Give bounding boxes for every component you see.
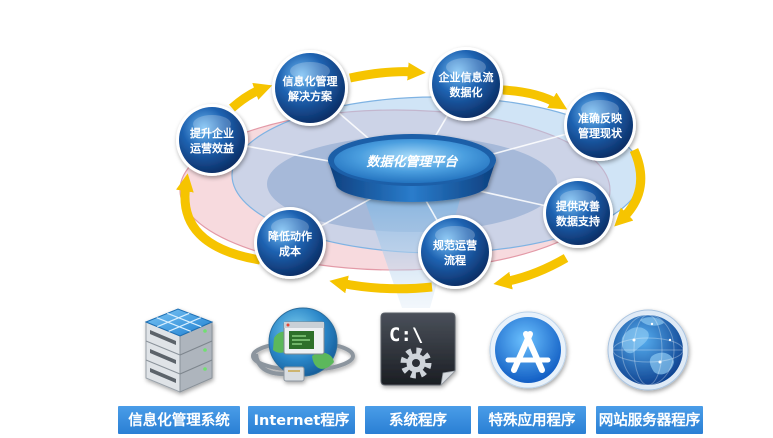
node-label-line-2: 管理现状 xyxy=(578,126,623,140)
web-globe-icon xyxy=(607,309,689,391)
node-label-line-2: 运营效益 xyxy=(190,141,234,155)
node-label-line-1: 企业信息流 xyxy=(438,70,494,84)
cycle-node-reduce-cost: 降低动作 成本 xyxy=(254,207,326,279)
node-label-line-2: 解决方案 xyxy=(288,89,333,103)
program-label: Internet程序 xyxy=(254,411,350,429)
node-label-line-1: 规范运营 xyxy=(433,238,477,252)
node-gloss xyxy=(560,190,596,206)
node-gloss xyxy=(446,58,486,76)
cycle-node-standardize-process: 规范运营 流程 xyxy=(418,215,492,289)
node-label-line-2: 数据支持 xyxy=(556,214,600,228)
cycle-arrows xyxy=(175,62,646,294)
label-bar xyxy=(478,406,586,434)
cycle-arrow xyxy=(493,254,569,290)
node-gloss xyxy=(435,226,475,244)
central-platform: 数据化管理平台 xyxy=(328,134,496,202)
node-label-line-2: 数据化 xyxy=(450,85,483,99)
label-bar xyxy=(118,406,240,434)
platform-label: 数据化管理平台 xyxy=(366,154,458,170)
node-gloss xyxy=(290,62,330,80)
platform-disc-top xyxy=(334,139,490,183)
gear-icon xyxy=(400,347,432,379)
cycle-arrow xyxy=(175,173,261,265)
node-label-line-1: 准确反映 xyxy=(578,111,623,125)
command-prompt-icon: C:\ xyxy=(380,312,457,387)
program-item-system-program: C:\ 系统程序 xyxy=(365,312,471,434)
cycle-arrow xyxy=(502,85,568,110)
node-label-line-1: 降低动作 xyxy=(268,229,312,243)
cycle-arrow xyxy=(349,62,426,83)
node-label-line-1: 提供改善 xyxy=(556,199,600,213)
command-prompt-text: C:\ xyxy=(389,324,423,346)
node-label-line-1: 信息化管理 xyxy=(283,74,338,88)
program-item-web-server: 网站服务器程序 xyxy=(596,309,703,434)
node-gloss xyxy=(271,218,309,236)
program-item-internet: Internet程序 xyxy=(248,307,355,434)
program-label: 网站服务器程序 xyxy=(599,411,701,429)
node-label-line-1: 提升企业 xyxy=(190,126,234,140)
cycle-node-improve-operating-efficiency: 提升企业 运营效益 xyxy=(176,104,248,176)
label-bar xyxy=(596,406,703,434)
label-bar xyxy=(365,406,471,434)
cycle-arrow xyxy=(229,82,273,112)
node-gloss xyxy=(193,115,231,133)
cycle-node-data-flow: 企业信息流 数据化 xyxy=(429,47,503,121)
cycle-node-reflect-status: 准确反映 管理现状 xyxy=(564,89,636,161)
server-stack-icon xyxy=(144,308,214,393)
program-label: 特殊应用程序 xyxy=(489,411,576,429)
program-item-special-application: 特殊应用程序 xyxy=(478,311,586,434)
node-label-line-2: 流程 xyxy=(444,253,466,267)
cycle-arrow xyxy=(329,275,433,294)
cycle-node-management-solution: 信息化管理 解决方案 xyxy=(272,50,348,126)
node-gloss xyxy=(581,100,619,118)
node-label-line-2: 成本 xyxy=(279,244,301,258)
app-store-icon xyxy=(489,311,567,389)
program-label: 信息化管理系统 xyxy=(128,411,230,429)
cycle-arrow xyxy=(614,148,646,227)
cycle-node-improvement-data: 提供改善 数据支持 xyxy=(543,178,613,248)
program-item-info-management-system: 信息化管理系统 xyxy=(118,308,240,434)
network-globe-icon xyxy=(251,307,355,382)
label-bar xyxy=(248,406,355,434)
program-label: 系统程序 xyxy=(389,411,447,429)
